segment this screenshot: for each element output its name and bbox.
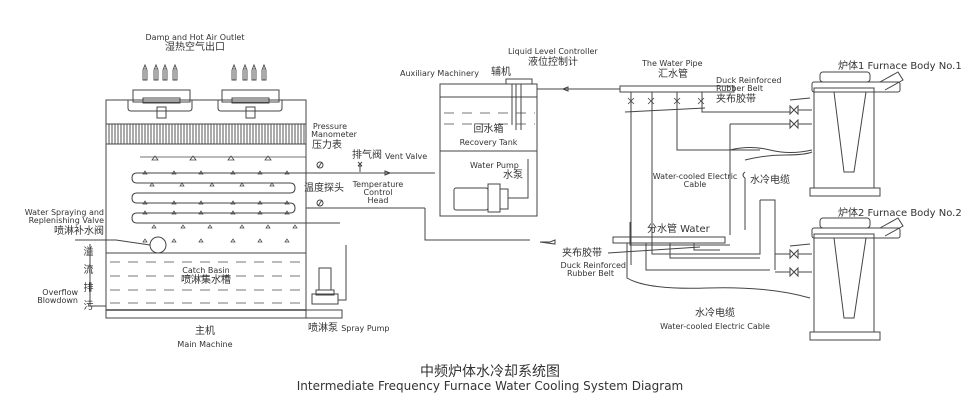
belt-label-en-bottom-2: Rubber Belt <box>567 269 614 278</box>
belt-label-en-1: Duck Reinforced <box>716 76 782 85</box>
temp-probe-label-en-3: Head <box>367 196 389 205</box>
cable-label-en-1: Water-cooled Electric <box>652 172 738 181</box>
catch-basin-label-zh: 喷淋集水槽 <box>181 275 231 286</box>
belt-label-zh-bottom: 夹布胶带 <box>562 248 602 259</box>
water-pump-label-en: Water Pump <box>470 161 519 170</box>
cable-label-zh-bottom: 水冷电缆 <box>695 308 735 319</box>
auxiliary-label-zh: 辅机 <box>491 67 511 78</box>
spray-nozzles <box>140 155 306 161</box>
main-machine-label-en: Main Machine <box>177 340 233 349</box>
water-drops <box>142 170 298 243</box>
fan-unit-1 <box>127 89 193 119</box>
air-outlet-arrows <box>142 63 267 81</box>
flow-arrow-2 <box>539 239 556 245</box>
overflow-label-en-1: Overflow <box>42 288 78 297</box>
fan-unit-2 <box>217 89 283 119</box>
return-pipe-label-zh: 汇水管 <box>658 69 688 80</box>
split-manifold <box>612 236 726 244</box>
diagram-title-en: Intermediate Frequency Furnace Water Coo… <box>296 379 684 393</box>
air-outlet-label-zh: 湿热空气出口 <box>165 42 225 53</box>
furnace-body-2 <box>789 217 904 341</box>
pressure-label-zh: 压力表 <box>312 140 342 151</box>
recovery-tank-label-zh: 回水箱 <box>473 124 504 135</box>
split-manifold-label: 分水管 Water <box>647 224 710 235</box>
furnace-2-label: 炉体2 Furnace Body No.2 <box>838 208 962 219</box>
cable-label-en-bottom: Water-cooled Electric Cable <box>660 322 770 331</box>
level-controller-label-zh: 液位控制计 <box>528 57 578 68</box>
recovery-tank <box>439 83 538 217</box>
overflow-label-zh: 溢流排污 <box>81 246 92 318</box>
valve-label-en-2: Replenishing Valve <box>28 216 104 225</box>
cooling-coil <box>131 172 340 224</box>
level-controller-label-en: Liquid Level Controller <box>508 47 598 56</box>
fill-media-hatch <box>105 123 307 145</box>
main-machine-body <box>105 99 307 319</box>
cable-label-en-2: Cable <box>683 180 707 189</box>
furnace-body-1 <box>789 71 904 197</box>
belt-label-zh-top: 夹布胶带 <box>716 94 756 105</box>
catch-basin-label-en: Catch Basin <box>182 266 230 275</box>
main-machine-label-zh: 主机 <box>195 326 215 337</box>
manifold-valves <box>627 97 705 105</box>
vent-valve-label-zh: 排气阀 <box>352 150 382 161</box>
air-outlet-label-en: Damp and Hot Air Outlet <box>145 33 245 42</box>
belt-label-en-2: Rubber Belt <box>716 84 763 93</box>
furnace-1-label: 炉体1 Furnace Body No.1 <box>838 61 962 72</box>
water-pump <box>453 159 529 213</box>
flow-arrow-3 <box>561 86 578 92</box>
vent-valve-label-en: Vent Valve <box>385 152 428 161</box>
flow-arrow-1 <box>384 170 395 176</box>
valve-label-en-1: Water Spraying and <box>24 208 104 217</box>
float-valve <box>149 236 167 254</box>
belt-label-en-bottom-1: Duck Reinforced <box>560 261 626 270</box>
auxiliary-label-en: Auxiliary Machinery <box>400 69 479 78</box>
pressure-label-en-2: Manometer <box>311 130 357 139</box>
spray-pump <box>305 245 347 319</box>
temp-probe-label-en-1: Temperature <box>352 180 404 189</box>
diagram-title-zh: 中频炉体水冷却系统图 <box>420 364 560 380</box>
temp-probe-label-en-2: Control <box>363 188 393 197</box>
valve-label-zh: 喷淋补水阀 <box>54 226 104 237</box>
pressure-label-en-1: Pressure <box>312 122 348 131</box>
temp-probe-label-zh: 温度探头 <box>304 183 344 194</box>
spray-pump-label: 喷淋泵 Spray Pump <box>308 323 389 335</box>
spray-pump-label-en: Spray Pump <box>341 324 390 333</box>
return-pipe-label-en: The Water Pipe <box>642 59 703 68</box>
water-pump-label-zh: 水泵 <box>503 170 523 181</box>
recovery-tank-label-en: Recovery Tank <box>459 138 518 147</box>
cable-label-zh-top: 水冷电缆 <box>750 175 790 186</box>
overflow-label-en-2: Blowdown <box>37 296 78 305</box>
spray-pump-label-zh: 喷淋泵 <box>308 323 338 334</box>
